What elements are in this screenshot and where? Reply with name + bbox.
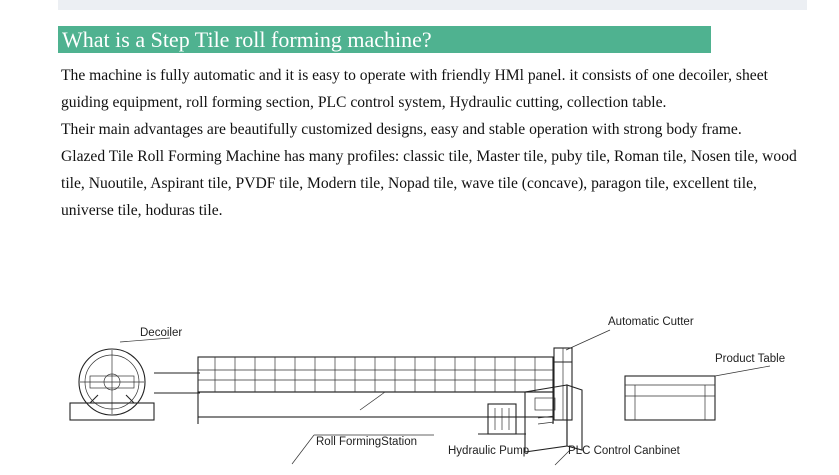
machine-diagram: Decoiler Automatic Cutter Product Table … xyxy=(60,300,805,475)
automatic-cutter-drawing xyxy=(553,329,611,421)
machine-line-drawing: Decoiler Automatic Cutter Product Table … xyxy=(69,316,785,466)
paragraph-profiles: Glazed Tile Roll Forming Machine has man… xyxy=(61,148,797,219)
label-plc-control-cabinet: PLC Control Canbinet xyxy=(568,445,681,457)
plc-control-cabinet-drawing xyxy=(524,384,583,466)
decoiler-drawing xyxy=(69,337,171,421)
label-decoiler: Decoiler xyxy=(140,327,182,339)
paragraph-advantages: Their main advantages are beautifully cu… xyxy=(61,121,742,138)
paragraph-components: The machine is fully automatic and it is… xyxy=(61,67,768,111)
top-bar xyxy=(58,0,807,10)
label-roll-forming-station: Roll FormingStation xyxy=(316,436,417,448)
label-product-table: Product Table xyxy=(715,353,785,365)
section-heading: What is a Step Tile roll forming machine… xyxy=(58,26,711,53)
label-hydraulic-pump: Hydraulic Pump xyxy=(448,445,529,457)
hydraulic-pump-drawing xyxy=(478,403,526,435)
label-automatic-cutter: Automatic Cutter xyxy=(608,316,694,328)
product-table-drawing xyxy=(624,365,771,421)
roll-forming-station-drawing xyxy=(154,356,554,424)
article-body: The machine is fully automatic and it is… xyxy=(61,62,806,224)
